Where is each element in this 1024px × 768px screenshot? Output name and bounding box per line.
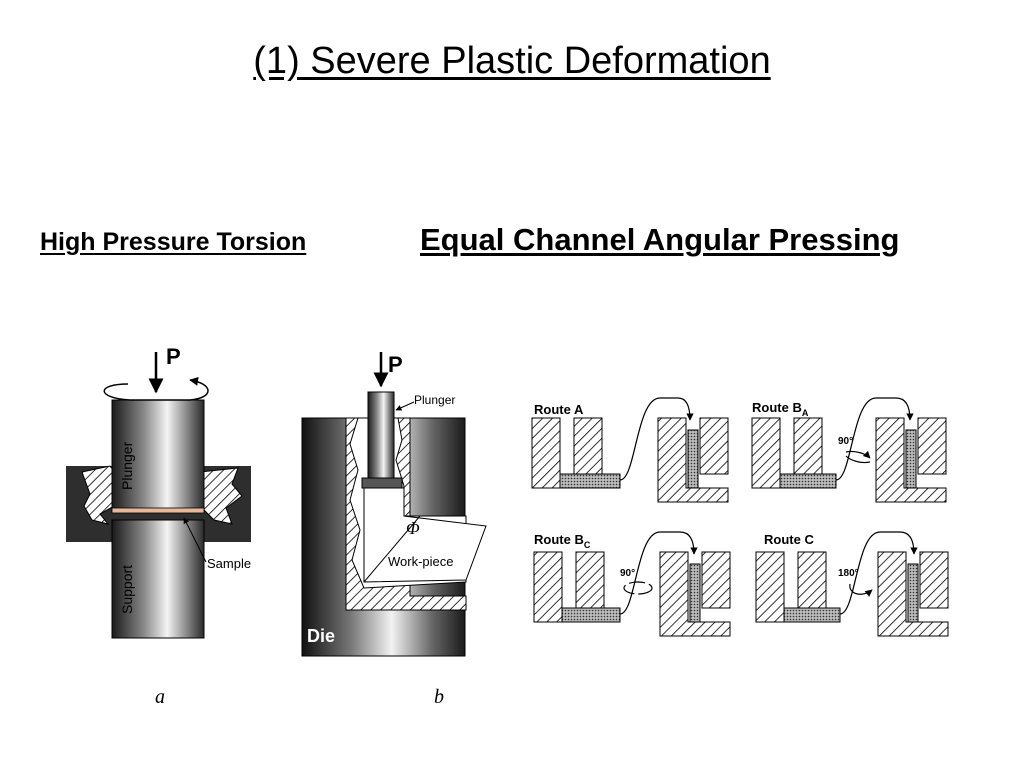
route-c-rotate-icon <box>849 583 873 597</box>
rotation-arrow-icon <box>103 376 209 401</box>
route-c-die2-left <box>877 551 949 637</box>
route-ba-rotate-back-icon <box>845 455 871 464</box>
sample-disc <box>111 507 205 514</box>
sample-leader-icon <box>183 517 207 563</box>
slide-title: (1) Severe Plastic Deformation <box>0 40 1024 83</box>
route-c-transfer-arrow-icon <box>839 531 918 615</box>
route-a-die2-right <box>699 417 729 475</box>
support-cylinder <box>111 519 205 639</box>
route-bc-panel: Route BC 90° <box>533 531 731 637</box>
route-bc-die-right <box>575 551 605 609</box>
ecap-plunger-leader-icon <box>395 401 415 411</box>
route-bc-billet <box>561 607 621 623</box>
route-ba-billet2 <box>905 429 917 489</box>
route-a-panel: Route A <box>531 397 729 503</box>
plunger-cylinder <box>111 399 205 511</box>
route-ba-die2-right <box>917 417 947 475</box>
route-a-billet2 <box>687 429 699 489</box>
route-ba-label: Route BA <box>752 400 809 418</box>
hpt-hatch-right <box>199 467 243 525</box>
route-c-panel: Route C 180° <box>755 531 949 637</box>
die-angle-label: Φ <box>406 518 420 538</box>
route-ba-panel: Route BA 90° <box>751 397 947 503</box>
sample-label: Sample <box>207 556 251 571</box>
route-bc-rotate-icon <box>623 581 653 595</box>
route-bc-angle: 90° <box>620 568 635 579</box>
route-a-die-right <box>573 417 603 475</box>
route-bc-die2-right <box>701 551 731 609</box>
route-c-die2-right <box>919 551 949 609</box>
route-bc-billet2 <box>689 563 701 623</box>
route-bc-transfer-arrow-icon <box>619 531 698 615</box>
route-a-label: Route A <box>534 402 584 417</box>
hpt-load-label: P <box>166 344 181 369</box>
route-bc-name: Route B <box>534 532 584 547</box>
route-bc-label: Route BC <box>534 532 591 550</box>
hpt-figure: P Plunger Support Sample a <box>66 344 251 708</box>
route-ba-transfer-arrow-icon <box>835 397 914 481</box>
die-label: Die <box>307 626 335 646</box>
route-c-label: Route C <box>764 532 814 547</box>
workpiece-label: Work-piece <box>388 554 454 569</box>
ecap-die-figure: P Plunger Φ Work-piece Die b <box>301 352 487 708</box>
route-ba-sub: A <box>802 408 809 418</box>
ecap-load-label: P <box>388 352 403 377</box>
route-bc-sub: C <box>584 540 591 550</box>
route-c-billet2 <box>907 563 919 623</box>
route-ba-angle: 90° <box>838 436 853 447</box>
ecap-plunger <box>367 391 395 489</box>
caption-a: a <box>155 686 165 708</box>
route-c-billet <box>783 607 841 623</box>
ecap-plunger-label: Plunger <box>414 393 455 407</box>
ecap-heading: Equal Channel Angular Pressing <box>420 222 900 257</box>
route-a-die2-left <box>657 417 729 503</box>
slide-title-text: (1) Severe Plastic Deformation <box>253 40 771 82</box>
ecap-plunger-head <box>361 477 403 489</box>
route-ba-billet <box>779 473 837 489</box>
shear-plane <box>363 515 421 583</box>
route-ba-name: Route B <box>752 400 802 415</box>
route-ba-die2-left <box>875 417 947 503</box>
route-bc-die2-left <box>659 551 731 637</box>
route-a-transfer-arrow-icon <box>619 397 694 481</box>
hpt-heading: High Pressure Torsion <box>40 228 307 256</box>
route-ba-rotate-icon <box>845 450 871 459</box>
route-c-angle: 180° <box>838 568 859 579</box>
route-ba-die-right <box>793 417 823 475</box>
plunger-label: Plunger <box>119 441 135 490</box>
support-label: Support <box>119 565 135 614</box>
route-c-die-right <box>797 551 827 609</box>
route-a-billet <box>559 473 621 489</box>
caption-b: b <box>434 686 444 708</box>
